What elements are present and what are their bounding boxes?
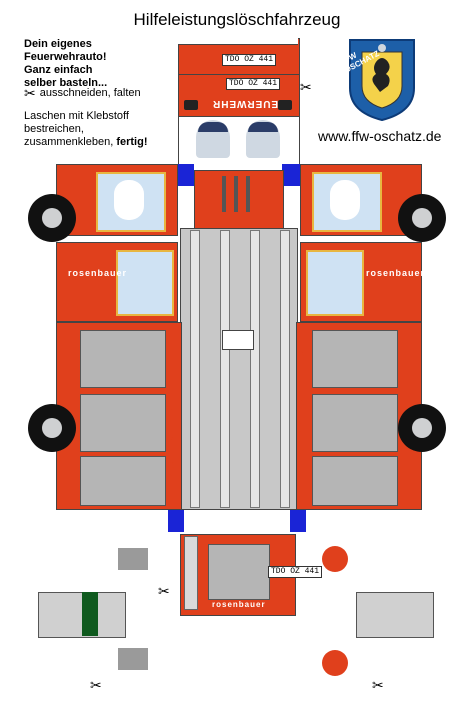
- rear-ladder: [184, 536, 198, 610]
- headlight-left: [184, 100, 198, 110]
- hub-rear-right: [412, 418, 432, 438]
- rear-maker-label: rosenbauer: [212, 600, 266, 609]
- website-link[interactable]: www.ffw-oschatz.de: [318, 128, 442, 144]
- crew-window-right: [306, 250, 364, 316]
- axle-part-top-left: [118, 548, 148, 570]
- maker-label-left: rosenbauer: [68, 268, 128, 278]
- rear-shutter: [208, 544, 270, 600]
- cab-plate-flipped: TDO OZ 441: [222, 54, 277, 66]
- side-label-right: FEUERWEHR: [296, 398, 306, 465]
- hub-rear-left: [42, 418, 62, 438]
- scissors-icon: ✂: [300, 79, 312, 95]
- shutter-left-2: [80, 394, 166, 452]
- axle-part-bottom-left: [118, 648, 148, 670]
- shutter-right-3: [312, 456, 398, 506]
- cab-roof-tools: [194, 170, 284, 230]
- roof-box-part: [356, 592, 434, 638]
- side-number-left: 112: [166, 462, 176, 477]
- cab-plate: TDO OZ 441: [226, 78, 281, 90]
- intro-text: Dein eigenes Feuerwehrauto! Ganz einfach…: [24, 38, 108, 89]
- shutter-left-3: [80, 456, 166, 506]
- maker-label-right: rosenbauer: [366, 268, 426, 278]
- blue-light-right: [282, 164, 300, 186]
- tool-2: [234, 176, 238, 212]
- ladder-rail-4: [280, 230, 290, 508]
- tool-3: [246, 176, 250, 212]
- side-label-left: FEUERWEHR: [166, 398, 176, 465]
- shutter-left-1: [80, 330, 166, 388]
- ladder-rail-1: [190, 230, 200, 508]
- light-bar: [176, 164, 300, 174]
- roof-hatch: [222, 330, 254, 350]
- page-title: Hilfeleistungslöschfahrzeug: [133, 10, 341, 29]
- helmet-left: [198, 122, 228, 132]
- driver-left: [114, 180, 144, 220]
- side-number-right: 112: [296, 350, 306, 365]
- hub-front-left: [42, 208, 62, 228]
- helmet-right: [248, 122, 278, 132]
- tank-stripe: [82, 592, 98, 636]
- rear-blue-light-right: [290, 510, 306, 532]
- shutter-right-1: [312, 330, 398, 388]
- instruction-cut: ✂ ausschneiden, falten: [24, 85, 141, 101]
- blue-light-left: [176, 164, 194, 186]
- crew-window-left: [116, 250, 174, 316]
- scissors-icon: ✂: [372, 677, 384, 693]
- wheel-cap-bottom: [322, 650, 348, 676]
- rear-plate: TDO OZ 441: [268, 566, 323, 578]
- cab-label: FEUERWEHR: [212, 98, 286, 109]
- cab-roof-stripe: [178, 38, 298, 45]
- shutter-right-2: [312, 394, 398, 452]
- tool-1: [222, 176, 226, 212]
- ffw-badge-icon: [349, 39, 415, 122]
- driver-right: [330, 180, 360, 220]
- wheel-cap-top: [322, 546, 348, 572]
- scissors-icon: ✂: [158, 583, 170, 599]
- scissors-icon: ✂: [90, 677, 102, 693]
- ladder-rail-3: [250, 230, 260, 508]
- hub-front-right: [412, 208, 432, 228]
- rear-blue-light-left: [168, 510, 184, 532]
- ladder-rail-2: [220, 230, 230, 508]
- headlight-right: [278, 100, 292, 110]
- instruction-glue: Laschen mit Klebstoff bestreichen, zusam…: [24, 110, 148, 148]
- scissors-icon: ✂: [24, 85, 36, 101]
